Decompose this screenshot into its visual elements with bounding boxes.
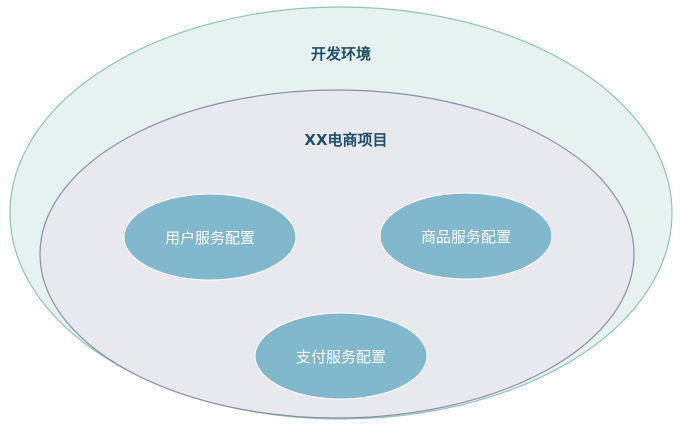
project-label: XX电商项目 bbox=[304, 131, 387, 149]
service-payment-label: 支付服务配置 bbox=[296, 348, 386, 366]
service-payment-ellipse bbox=[254, 312, 428, 400]
service-product-label: 商品服务配置 bbox=[421, 228, 511, 246]
project-ellipse bbox=[39, 89, 635, 419]
service-user-label: 用户服务配置 bbox=[165, 229, 255, 247]
service-payment: 支付服务配置 bbox=[254, 312, 428, 400]
service-product: 商品服务配置 bbox=[379, 192, 553, 280]
service-user: 用户服务配置 bbox=[123, 193, 297, 281]
environment-label: 开发环境 bbox=[311, 45, 371, 63]
service-user-ellipse bbox=[123, 193, 297, 281]
service-product-ellipse bbox=[379, 192, 553, 280]
